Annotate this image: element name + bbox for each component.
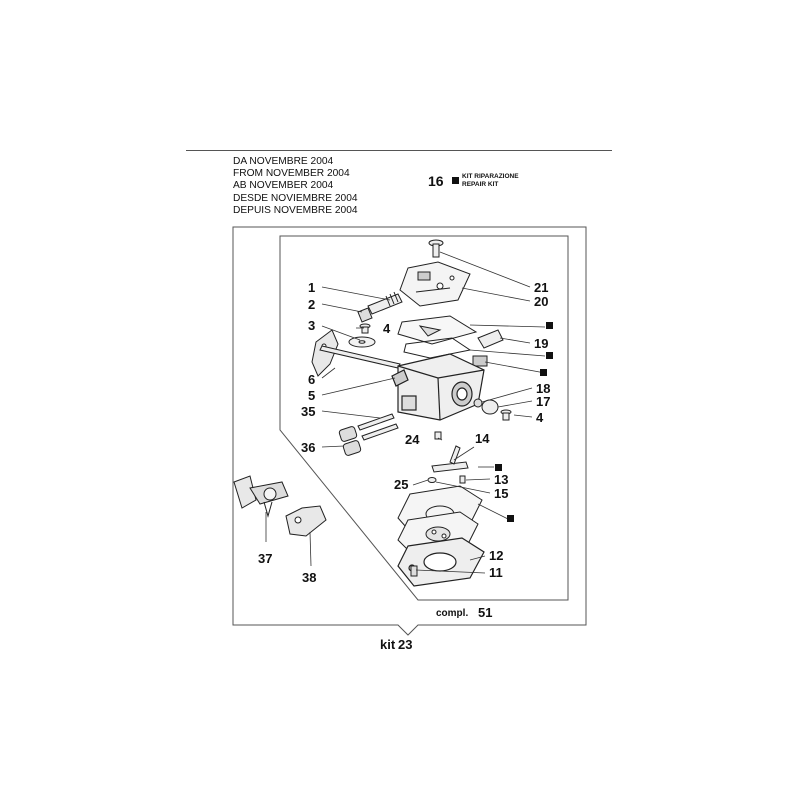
callout-38: 38 [302, 570, 316, 585]
cover-plate-icon [399, 261, 471, 307]
callout-15: 15 [494, 486, 508, 501]
plug-icon [473, 398, 512, 421]
validity-dates: DA NOVEMBRE 2004 FROM NOVEMBER 2004 AB N… [233, 156, 358, 217]
callout-37: 37 [258, 551, 272, 566]
date-line-de: AB NOVEMBER 2004 [233, 180, 334, 192]
choke-plate-icon [285, 505, 327, 537]
callout-20: 20 [534, 294, 548, 309]
callout-25: 25 [394, 477, 408, 492]
kit-frame [232, 226, 587, 636]
compl-frame [279, 235, 569, 601]
date-line-en: FROM NOVEMBER 2004 [233, 168, 350, 180]
callout-3: 3 [308, 318, 315, 333]
adjusting-needle-icon [357, 413, 399, 441]
callout-1: 1 [308, 280, 315, 295]
date-line-fr: DEPUIS NOVEMBRE 2004 [233, 204, 358, 216]
leader-lines [265, 251, 546, 574]
repair-kit-label-it: KIT RIPARAZIONE [462, 173, 519, 180]
date-line-it: DA NOVEMBRE 2004 [233, 156, 334, 167]
repair-kit-label-en: REPAIR KIT [462, 181, 499, 188]
callout-4-lower: 4 [536, 410, 544, 425]
inlet-needle-icon [427, 431, 469, 484]
carburetor-body-icon [391, 353, 485, 421]
repair-kit-marker-icon [452, 177, 459, 184]
callout-13: 13 [494, 472, 508, 487]
date-line-es: DESDE NOVIEMBRE 2004 [233, 192, 358, 204]
callout-14: 14 [475, 431, 490, 446]
callout-36: 36 [301, 440, 315, 455]
callout-24: 24 [405, 432, 420, 447]
washer-icon [348, 336, 376, 348]
callout-5: 5 [308, 388, 315, 403]
kit-label: kit [380, 637, 396, 652]
cover-screw-icon [428, 239, 444, 258]
adjusting-screw-icon [367, 291, 403, 315]
repair-kit-number: 16 [428, 173, 444, 189]
limiter-cap-icon [338, 426, 362, 456]
compl-label: compl. [436, 608, 468, 619]
callout-2: 2 [308, 297, 315, 312]
header-rule [186, 150, 612, 151]
callout-4-upper: 4 [383, 321, 391, 336]
choke-lever-icon [233, 475, 289, 518]
kit-number: 23 [398, 637, 412, 652]
callout-11: 11 [489, 565, 503, 580]
callout-19: 19 [534, 336, 548, 351]
callout-12: 12 [489, 548, 503, 563]
callout-17: 17 [536, 394, 550, 409]
callout-35: 35 [301, 404, 315, 419]
callout-18: 18 [536, 381, 550, 396]
compl-number: 51 [478, 605, 492, 620]
callout-6: 6 [308, 372, 315, 387]
kit-marker-icons [495, 322, 553, 522]
fuel-fitting-icon [472, 329, 504, 367]
callout-21: 21 [534, 280, 548, 295]
metering-cover-icon [397, 537, 485, 587]
cover-screws-icon [410, 565, 418, 577]
small-screw-icon [359, 323, 371, 334]
diaphragm-gasket-icon [397, 315, 478, 359]
